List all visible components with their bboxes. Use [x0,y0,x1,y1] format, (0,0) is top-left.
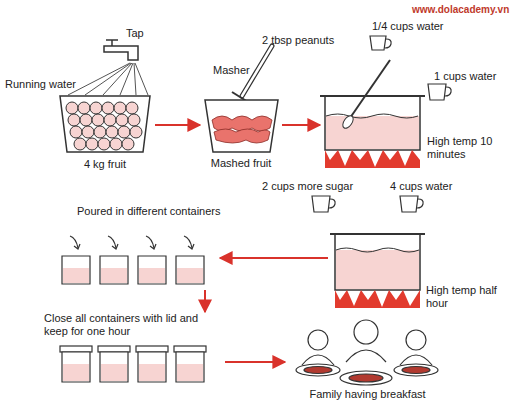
flow-arrow [155,124,200,126]
watermark: www.dolacademy.vn [412,3,509,16]
container-symbol [60,346,206,382]
step-caption: Close all containers with lid and keep f… [44,312,219,338]
flow-arrow [282,124,320,126]
cup-symbol [312,196,423,212]
process-step: 4 kg fruit [55,90,155,174]
process-step: High temp half hour [328,222,508,310]
step-caption: 4 kg fruit [55,158,155,171]
process-step: Poured in different containers [55,205,220,290]
ingredient-label: Tap [126,27,144,40]
ingredient-label: 1 cups water [434,70,496,83]
mashed-fruit [212,116,272,143]
ingredient-label: 2 cups more sugar [262,180,353,193]
tap-symbol [104,40,138,60]
fire-symbol [335,290,420,308]
container-symbol [62,256,204,284]
ingredient-label: 1/4 cups water [372,20,444,33]
process-step: High temp 10 minutes [320,85,505,169]
bowl-symbol [205,100,278,152]
step-caption: High temp half hour [426,284,504,310]
step-caption: Mashed fruit [200,157,282,170]
flow-arrow [204,290,206,312]
process-step: Family having breakfast [285,320,450,404]
pot-symbol [330,234,425,290]
fire-symbol [325,150,420,168]
step-caption: Family having breakfast [285,388,450,401]
basin-symbol [60,96,150,152]
step-caption: Poured in different containers [77,205,237,218]
pour-arrow [70,236,194,249]
ingredient-label: Masher [213,64,250,77]
pot-symbol [320,96,425,150]
cup-symbol [370,36,451,100]
spoon-symbol [341,60,390,130]
process-step: Close all containers with lid and keep f… [40,312,225,392]
ingredient-label: 4 cups water [390,180,452,193]
step-caption: High temp 10 minutes [427,135,497,161]
process-step: Mashed fruit [200,95,282,173]
ingredient-label: 2 tbsp peanuts [262,34,334,47]
flow-arrow [220,257,328,259]
flow-arrow [225,361,285,363]
family-symbol [296,320,438,385]
ingredient-label: Running water [5,78,76,91]
fruit-pile [66,102,142,150]
water-spray [68,63,148,95]
